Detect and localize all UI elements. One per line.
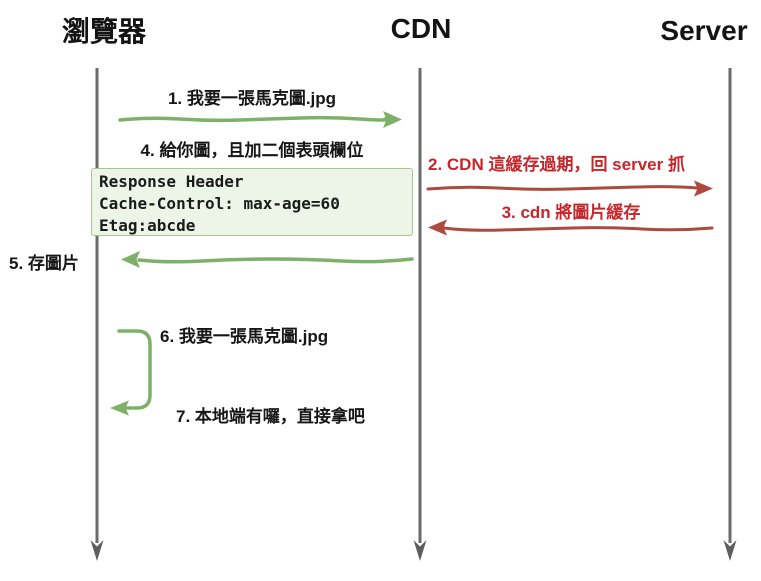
actor-title-server: Server xyxy=(660,15,748,46)
label-msg3: 3. cdn 將圖片緩存 xyxy=(501,203,641,222)
lifeline-server xyxy=(723,68,737,561)
arrow-msg2-cdn-to-server xyxy=(426,180,713,197)
note-line-2: Cache-Control: max-age=60 xyxy=(99,194,340,213)
arrow-msg4-cdn-to-browser xyxy=(121,251,414,268)
label-msg2: 2. CDN 這緩存過期，回 server 抓 xyxy=(428,155,685,174)
lifeline-browser xyxy=(90,68,104,561)
response-header-note: Response Header Cache-Control: max-age=6… xyxy=(91,168,413,236)
actor-title-browser: 瀏覽器 xyxy=(61,16,147,47)
arrow-msg3-server-to-cdn xyxy=(428,219,714,236)
lifeline-cdn xyxy=(413,68,427,561)
note-line-3: Etag:abcde xyxy=(99,216,196,235)
actor-title-cdn: CDN xyxy=(390,13,452,44)
label-msg1: 1. 我要一張馬克圖.jpg xyxy=(167,89,337,108)
arrow-msg1-browser-to-cdn xyxy=(118,111,402,128)
label-msg7: 7. 本地端有囉，直接拿吧 xyxy=(176,407,365,426)
label-msg4: 4. 給你圖，且加二個表頭欄位 xyxy=(140,141,364,160)
label-msg6: 6. 我要一張馬克圖.jpg xyxy=(160,327,329,346)
note-line-1: Response Header xyxy=(99,172,244,191)
arrow-self-loop-browser xyxy=(110,329,152,416)
label-msg5: 5. 存圖片 xyxy=(9,254,79,273)
